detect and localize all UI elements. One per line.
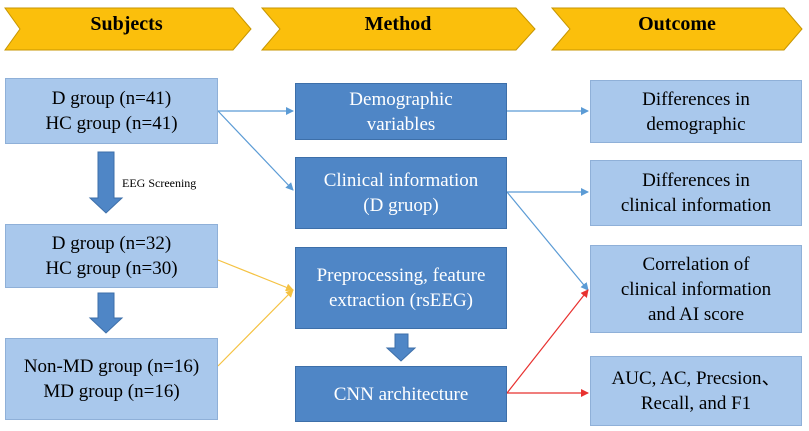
outcome-box-clinical: Differences in clinical information — [590, 160, 802, 226]
subjects-header: Subjects — [90, 12, 163, 35]
outcome-box-metrics: AUC, AC, Precsion、 Recall, and F1 — [590, 356, 802, 426]
outcome-box-demographic-line1: Differences in — [642, 88, 750, 110]
subjects-box-screened-line2: HC group (n=30) — [45, 258, 178, 279]
link-clinical-to-correlation — [506, 191, 589, 291]
outcome-box-correlation-line1: Correlation of — [642, 253, 750, 275]
outcome-box-clinical-line1: Differences in — [642, 170, 750, 191]
method-box-demographic-line2: variables — [366, 113, 436, 135]
method-header-chevron — [260, 7, 536, 51]
subjects-box-md-line1: Non-MD group (n=16) — [23, 356, 200, 377]
method-box-preprocessing: Preprocessing, feature extraction (rsEEG… — [295, 247, 507, 329]
outcome-box-metrics-line2: Recall, and F1 — [640, 393, 752, 414]
eeg-screening-label: EEG Screening — [122, 176, 197, 190]
subjects-box-md: Non-MD group (n=16) MD group (n=16) — [5, 338, 218, 420]
down-arrow-subjects — [88, 292, 124, 334]
method-box-clinical: Clinical information (D gruop) — [295, 157, 507, 229]
subjects-box-initial-line2: HC group (n=41) — [45, 113, 178, 134]
subjects-header-chevron — [4, 7, 252, 51]
subjects-box-screened-line1: D group (n=32) — [51, 233, 172, 254]
down-arrow-screening — [88, 151, 124, 214]
outcome-box-correlation-line2: clinical information — [620, 278, 772, 300]
outcome-header-chevron — [550, 7, 803, 51]
link-dgroup2-to-preprocessing — [217, 259, 294, 292]
outcome-box-demographic: Differences in demographic — [590, 80, 802, 143]
down-arrow-method — [385, 333, 417, 362]
outcome-box-demographic-line2: demographic — [646, 113, 746, 135]
link-cnn-to-correlation — [506, 289, 589, 394]
outcome-header: Outcome — [638, 12, 716, 35]
outcome-box-clinical-line2: clinical information — [620, 195, 772, 216]
link-mdgroup-to-preprocessing — [217, 289, 294, 367]
method-box-cnn-line1: CNN architecture — [333, 383, 469, 405]
method-header: Method — [364, 12, 432, 35]
method-box-preprocessing-line2: extraction (rsEEG) — [328, 290, 473, 311]
method-box-preprocessing-line1: Preprocessing, feature — [316, 265, 486, 286]
outcome-box-correlation-line3: and AI score — [647, 303, 745, 325]
method-box-cnn: CNN architecture — [295, 366, 507, 422]
subjects-box-initial: D group (n=41) HC group (n=41) — [5, 78, 218, 144]
method-box-clinical-line2: (D gruop) — [363, 195, 439, 216]
subjects-box-md-line2: MD group (n=16) — [43, 381, 180, 402]
method-box-demographic-line1: Demographic — [349, 88, 453, 110]
outcome-box-metrics-line1: AUC, AC, Precsion、 — [611, 368, 781, 389]
method-box-demographic: Demographic variables — [295, 83, 507, 140]
subjects-box-initial-line1: D group (n=41) — [51, 88, 172, 109]
link-subjects-to-clinical — [217, 110, 294, 191]
outcome-box-correlation: Correlation of clinical information and … — [590, 245, 802, 333]
method-box-clinical-line1: Clinical information — [323, 170, 479, 191]
subjects-box-screened: D group (n=32) HC group (n=30) — [5, 224, 218, 288]
